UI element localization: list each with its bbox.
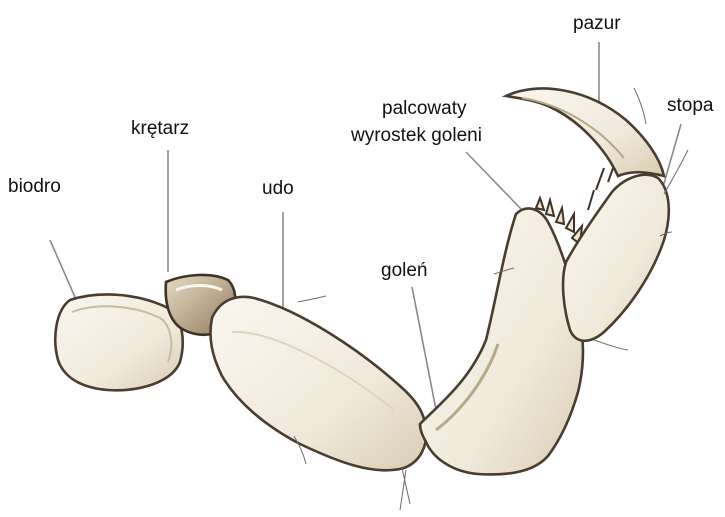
label-palcowaty-line1: palcowaty: [382, 98, 467, 119]
label-udo: udo: [262, 178, 294, 199]
coxa-segment: [55, 294, 182, 390]
palcowaty-leader: [466, 152, 522, 210]
label-biodro: biodro: [8, 176, 61, 197]
label-golen: goleń: [381, 260, 428, 281]
biodro-leader: [50, 240, 78, 304]
golen-leader: [412, 287, 438, 420]
label-kretarz: krętarz: [131, 118, 189, 139]
femur-segment: [210, 297, 426, 470]
tibia-segment: [420, 208, 583, 474]
label-pazur: pazur: [573, 13, 621, 34]
label-stopa: stopa: [667, 95, 714, 116]
label-palcowaty-line2: wyrostek goleni: [350, 125, 482, 146]
tarsus-segment: [563, 175, 669, 341]
